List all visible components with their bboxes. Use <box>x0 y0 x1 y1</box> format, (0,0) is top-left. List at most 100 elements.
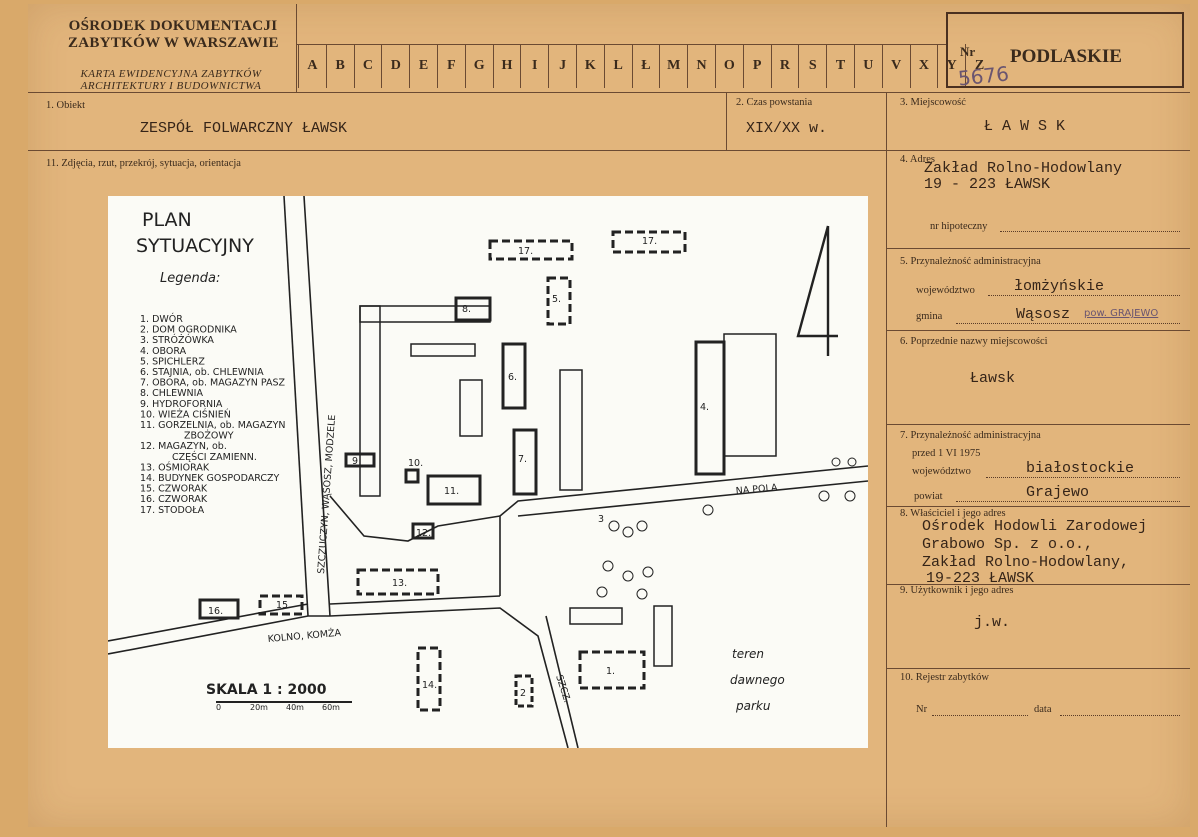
legend-item: 4. OBORA <box>140 346 187 357</box>
wlasciciel-line4: 19-223 ŁAWSK <box>926 570 1035 587</box>
czas-label: 2. Czas powstania <box>736 97 813 108</box>
region-name: PODLASKIE <box>1010 46 1122 67</box>
index-letter: C <box>353 44 382 88</box>
powiat-label: powiat <box>914 491 943 502</box>
building-10 <box>404 468 420 484</box>
index-letter: L <box>603 44 632 88</box>
rejestr-data-line <box>1060 714 1180 716</box>
scale-tick-40: 40m <box>286 703 304 712</box>
divider <box>886 248 1190 249</box>
obiekt-value: ZESPÓŁ FOLWARCZNY ŁAWSK <box>140 120 348 137</box>
index-letter: G <box>464 44 493 88</box>
building-number: 2 <box>520 688 526 699</box>
road-edge <box>329 595 501 605</box>
building-7 <box>512 428 538 496</box>
legend-item: 2. DOM OGRODNIKA <box>140 325 237 336</box>
divider <box>28 92 1190 93</box>
czas-value: XIX/XX w. <box>746 120 828 137</box>
scale-tick-20: 20m <box>250 703 268 712</box>
index-letter: Z <box>965 44 993 88</box>
building-number: 9 <box>352 456 358 467</box>
legend-item: 6. STAJNIA, ob. CHLEWNIA <box>140 367 264 378</box>
uzytkownik-value: j.w. <box>974 614 1011 631</box>
park-line2: dawnego <box>730 673 785 687</box>
uzytkownik-label: 9. Użytkownik i jego adres <box>900 585 1014 596</box>
building-long2 <box>559 369 583 491</box>
index-letter: R <box>770 44 799 88</box>
wlasciciel-line2: Grabowo Sp. z o.o., <box>922 536 1094 553</box>
wojewodztwo2-value: białostockie <box>1026 460 1135 477</box>
region-box: Nr PODLASKIE 5676 <box>946 12 1184 91</box>
zdjecia-label: 11. Zdjęcia, rzut, przekrój, sytuacja, o… <box>46 158 241 169</box>
rejestr-nr-line <box>932 714 1028 716</box>
building-12 <box>411 522 435 540</box>
road-edge <box>499 465 869 596</box>
building-number: 8. <box>462 304 471 315</box>
powiat-value: Grajewo <box>1026 484 1090 501</box>
legend-item: 17. STODOŁA <box>140 505 205 516</box>
divider <box>726 92 727 150</box>
building-2 <box>514 674 534 708</box>
building-number: 17. <box>518 246 533 257</box>
building-number: 10. <box>408 458 423 469</box>
scale-label: SKALA 1 : 2000 <box>206 682 327 698</box>
wojewodztwo-label: województwo <box>916 285 975 296</box>
legend-item: 5. SPICHLERZ <box>140 356 205 367</box>
divider <box>886 330 1190 331</box>
road-edge <box>303 195 331 617</box>
nr-label: Nr <box>960 44 976 59</box>
index-letter: M <box>659 44 687 88</box>
building-17b <box>611 230 687 254</box>
index-letter: X <box>909 44 938 88</box>
building-16 <box>198 598 240 620</box>
legend-item: 13. OŚMIORAK <box>140 461 210 473</box>
przynaleznosc-label: 5. Przynależność administracyjna <box>900 256 1041 267</box>
legend-item: 11. GORZELNIA, ob. MAGAZYN <box>140 420 286 431</box>
index-letter: F <box>436 44 465 88</box>
index-letter: I <box>520 44 548 88</box>
divider <box>28 150 1190 151</box>
building-long3 <box>459 379 483 437</box>
gmina-note: pow. GRAJEWO <box>1084 308 1159 319</box>
legend-item: 15. CZWORAK <box>140 484 208 495</box>
card-type-line1: KARTA EWIDENCYJNA ZABYTKÓW <box>80 68 262 80</box>
divider <box>886 92 887 827</box>
poprzednie-label: 6. Poprzednie nazwy miejscowości <box>900 336 1048 347</box>
building-11 <box>426 474 482 506</box>
gmina-line <box>956 322 1180 324</box>
building-number: 14. <box>422 680 437 691</box>
index-letter: Y <box>937 44 965 88</box>
buildings <box>198 230 777 712</box>
index-letter: O <box>714 44 743 88</box>
divider <box>296 44 946 45</box>
building-number: 7. <box>518 454 527 465</box>
legend-item: 7. OBORA, ob. MAGAZYN PASZ <box>140 378 286 389</box>
building-9 <box>344 452 376 468</box>
legend-item: 10. WIEŻA CIŚNIEŃ <box>140 408 231 420</box>
rejestr-label: 10. Rejestr zabytków <box>900 672 989 683</box>
road-edge <box>107 607 569 749</box>
building-number: 15. <box>276 600 291 611</box>
miejscowosc-label: 3. Miejscowość <box>900 97 966 108</box>
building-number: 13. <box>392 578 407 589</box>
adres-label: 4. Adres <box>900 154 935 165</box>
divider <box>886 506 1190 507</box>
hipoteczny-label: nr hipoteczny <box>930 221 988 232</box>
legend-item: 16. CZWORAK <box>140 494 208 505</box>
index-letter: V <box>881 44 910 88</box>
index-letter: U <box>853 44 882 88</box>
building-4-annex <box>723 333 777 457</box>
building-6 <box>501 342 527 410</box>
powiat-line <box>956 500 1180 502</box>
index-letter: K <box>575 44 604 88</box>
rejestr-nr-label: Nr <box>916 704 928 715</box>
building-5 <box>546 276 572 326</box>
obiekt-label: 1. Obiekt <box>46 100 86 111</box>
legend-title: Legenda: <box>160 271 220 286</box>
index-letter: Ł <box>631 44 660 88</box>
